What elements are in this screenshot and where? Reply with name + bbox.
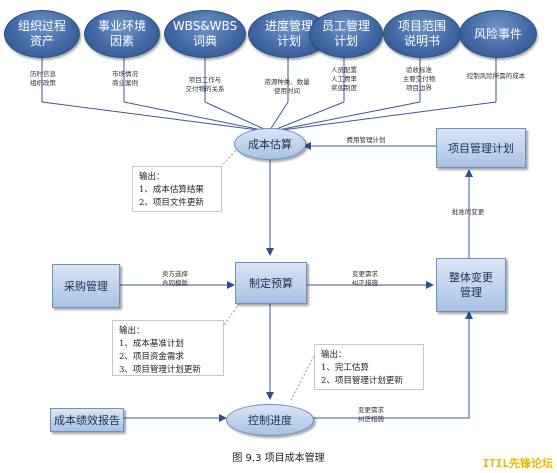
output-title: 输出： (139, 172, 165, 182)
node-project-plan: 项目管理计划 (436, 128, 526, 168)
input-org-process-assets: 组织过程 资产 (4, 10, 80, 58)
label-budget-change-requests: 变更需求 纠正措施 (352, 270, 378, 287)
input-risk-events: 风险事件 (459, 10, 537, 58)
note-enterprise-environment: 市场情况 商业案例 (112, 70, 138, 87)
note-wbs-dictionary: 项目工作与 交付物的关系 (185, 76, 225, 93)
node-cost-estimate: 成本估算 (234, 128, 306, 160)
watermark-text: ITIL先锋论坛 (482, 457, 554, 470)
input-enterprise-environment: 事业环境 因素 (84, 10, 160, 58)
output-item: 2、项目资金需求 (119, 352, 184, 362)
output-item: 3、项目管理计划更新 (119, 365, 201, 375)
note-scope-statement: 验收标准 主要交付物 项目边界 (402, 66, 436, 92)
node-determine-budget: 制定预算 (235, 262, 307, 304)
note-org-process-assets: 历时信息 组织政策 (30, 70, 56, 87)
label-cost-management-plan: 费用管理计划 (346, 136, 386, 144)
label-seller-contract: 卖方选择 合同模版 (162, 270, 188, 287)
input-scope-statement: 项目范围 说明书 (383, 10, 461, 58)
note-staffing-plan: 人员配置 人工费率 奖惩制度 (331, 66, 357, 92)
output-box-budget: 输出： 1、成本基准计划 2、项目资金需求 3、项目管理计划更新 (112, 320, 224, 376)
note-schedule-plan: 资源种类、数量 使用时间 (264, 78, 310, 95)
input-wbs-dictionary: WBS&WBS 词典 (164, 10, 246, 58)
label-approved-changes: 批准的变更 (451, 208, 485, 216)
output-item: 2、项目管理计划更新 (321, 376, 403, 386)
fan-in-lines (41, 101, 497, 131)
node-control-schedule: 控制进度 (226, 404, 314, 436)
output-item: 1、成本基准计划 (119, 339, 184, 349)
node-change-management: 整体变更 管理 (436, 258, 506, 312)
output-item: 1、完工估算 (321, 363, 369, 373)
note-risk-events: 控制风险所需的成本 (466, 72, 526, 80)
input-staffing-plan: 员工管理 计划 (309, 10, 383, 58)
output-box-control: 输出： 1、完工估算 2、项目管理计划更新 (314, 344, 424, 390)
output-title: 输出： (119, 326, 145, 336)
node-procurement: 采购管理 (52, 264, 120, 308)
figure-caption: 图 9.3 项目成本管理 (232, 453, 325, 464)
label-control-change-requests: 变更需求 纠正措施 (358, 406, 384, 423)
output-title: 输出： (321, 350, 347, 360)
output-item: 1、成本估算结果 (139, 185, 204, 195)
output-box-estimate: 输出： 1、成本估算结果 2、项目文件更新 (132, 166, 222, 212)
node-cost-performance-report: 成本绩效报告 (50, 408, 124, 432)
output-item: 2、项目文件更新 (139, 198, 204, 208)
